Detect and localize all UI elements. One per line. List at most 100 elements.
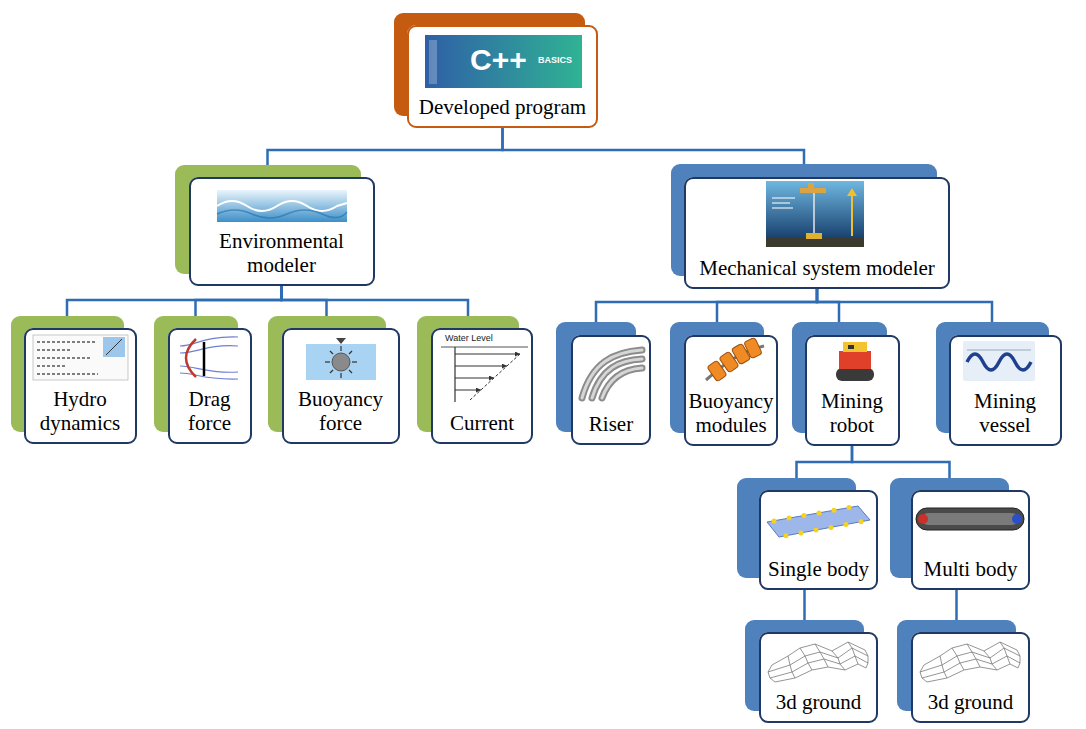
pipe (602, 368, 642, 398)
pipe (582, 350, 642, 398)
module-label: Mining robot (808, 389, 897, 437)
mesh-line (865, 650, 868, 668)
module-box: Developed program (407, 25, 598, 128)
track-plate (767, 506, 870, 537)
mesh-line (788, 656, 795, 678)
pressure-tick (330, 370, 333, 373)
buoyancy-modules-image (706, 337, 764, 382)
robot-window (848, 345, 854, 349)
pressure-ticks (325, 346, 357, 378)
node-dot (799, 530, 804, 535)
multi-body-image (916, 508, 1024, 530)
pressure-tick (330, 351, 333, 354)
node-dot (832, 508, 837, 513)
streamline (180, 337, 238, 346)
wave-line (217, 210, 347, 218)
track-inner (922, 513, 1018, 525)
module-label: Mining vessel (952, 389, 1059, 437)
equation-stroke (37, 341, 97, 342)
ground-mesh (920, 642, 1020, 682)
pressure-tick (340, 346, 341, 351)
module-label: Drag force (171, 387, 249, 435)
pipe (592, 359, 642, 398)
velocity-arrow (455, 390, 481, 391)
module-label: Environmental modeler (192, 229, 372, 277)
module-label: Multi body (924, 557, 1018, 581)
riser-image (582, 350, 642, 398)
equation-stroke (37, 365, 66, 366)
icon-caption: C++ (470, 45, 527, 75)
equation-figure-line (106, 339, 122, 355)
node-dot (817, 511, 822, 516)
cpp-banner (425, 35, 582, 88)
wave-panel (963, 341, 1035, 381)
note-stroke (772, 202, 790, 204)
module-box: Drag force (168, 328, 252, 444)
mesh-line (770, 656, 868, 678)
pipe-shine (592, 359, 642, 398)
note-stroke (772, 197, 795, 199)
module-label: Current (450, 411, 514, 435)
mesh-line (768, 665, 775, 682)
node-dot (787, 516, 792, 521)
sea-image (766, 181, 864, 247)
module-label: 3d ground (928, 690, 1014, 714)
pressure-tick (349, 370, 352, 373)
icon-caption: Water Level (445, 334, 493, 343)
node-dot (859, 519, 864, 524)
lift-arrow (851, 194, 853, 236)
mesh-line (848, 642, 858, 664)
module-label: Single body (768, 557, 869, 581)
equation-sheet (33, 335, 128, 380)
module-box: 3d ground (911, 632, 1030, 723)
robot-mark (806, 233, 822, 239)
water-image (217, 190, 347, 222)
velocity-arrow (455, 378, 494, 379)
equation-figure (103, 337, 125, 357)
node-dot (802, 513, 807, 518)
node-dot (814, 528, 819, 533)
wave-axis (967, 350, 1031, 351)
water-block (306, 344, 376, 380)
connector-group (67, 128, 992, 632)
equation-image (33, 335, 128, 380)
single-body-image (767, 505, 870, 538)
pressure-tick (349, 351, 352, 354)
water-splash (217, 190, 347, 222)
node-dot (784, 533, 789, 538)
surface-line (441, 346, 528, 347)
equation-stroke (37, 349, 72, 350)
pressure-arc (186, 339, 196, 377)
sea-scene (766, 181, 864, 247)
robot-body (839, 351, 871, 369)
module-box: 3d ground (759, 632, 878, 723)
mesh-line (772, 642, 865, 665)
vessel-deck (808, 183, 814, 188)
module-box: Multi body (911, 490, 1030, 590)
module-label: Riser (589, 412, 633, 436)
module-label: Developed program (419, 95, 586, 119)
ground-mesh (768, 642, 868, 682)
depth-axis (454, 347, 455, 402)
module-box: Current (431, 328, 533, 444)
pressure-tick (340, 373, 341, 378)
module-box: Mining robot (805, 335, 900, 446)
buoyancy-image (306, 338, 376, 380)
module-label: Hydro dynamics (27, 387, 134, 435)
streamline (180, 373, 238, 379)
plate-line (203, 342, 206, 376)
float-module (744, 337, 762, 358)
module-box: Mechanical system modeler (684, 177, 950, 289)
robot-top (843, 342, 867, 352)
banner-image (425, 35, 582, 88)
seabed (766, 238, 864, 247)
vessel-hull (800, 188, 826, 193)
lift-arrowhead (847, 188, 857, 196)
pressure-tick (352, 361, 357, 362)
pipe-shine (582, 350, 642, 398)
mesh-line (800, 648, 812, 670)
banner-strip (429, 40, 437, 84)
module-box: Environmental modeler (189, 177, 375, 286)
node-dot (844, 522, 849, 527)
